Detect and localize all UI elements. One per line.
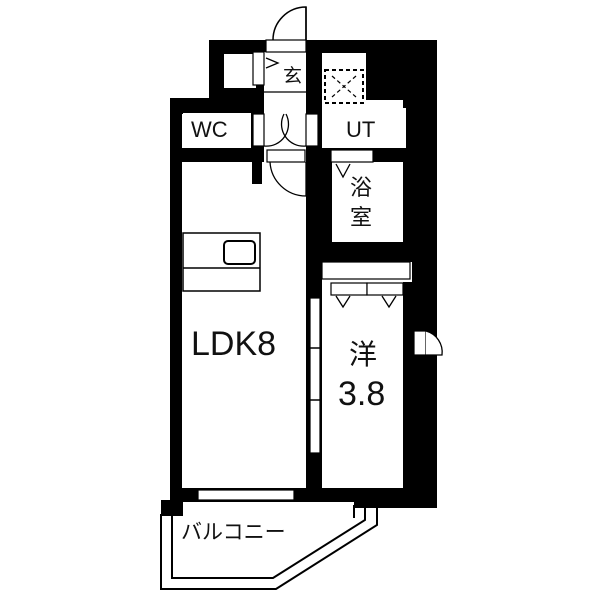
ut-top-strip xyxy=(322,53,366,65)
wall-wc-top xyxy=(170,98,270,114)
ldk-room xyxy=(182,162,306,488)
wc-room xyxy=(183,113,251,148)
room-label-ut: UT xyxy=(346,117,376,142)
room-label-wc: WC xyxy=(191,117,228,142)
wall-balcony-corner xyxy=(161,500,183,516)
room-label-western-1: 洋 xyxy=(349,338,378,371)
room-label-genkan: 玄 xyxy=(283,65,303,87)
western-room-lower xyxy=(322,433,354,488)
wall-bath-left xyxy=(320,150,332,260)
washer-area xyxy=(322,65,366,105)
ldk-door-icon xyxy=(269,161,307,197)
wall-bath-right xyxy=(403,150,415,260)
room-label-balcony: バルコニー xyxy=(181,520,286,544)
wall-bath-bottom xyxy=(306,242,416,262)
room-label-bath-2: 室 xyxy=(350,206,373,231)
sink-icon xyxy=(223,240,256,265)
wall-below-wc xyxy=(170,148,270,162)
room-label-western-2: 3.8 xyxy=(338,375,386,413)
entrance-door-icon xyxy=(272,6,307,41)
room-label-bath-1: 浴 xyxy=(350,176,373,201)
sliding-door-icon xyxy=(309,297,321,454)
room-label-ldk: LDK8 xyxy=(191,325,277,363)
ut-room xyxy=(322,108,406,148)
wall-left-outer xyxy=(170,98,182,500)
